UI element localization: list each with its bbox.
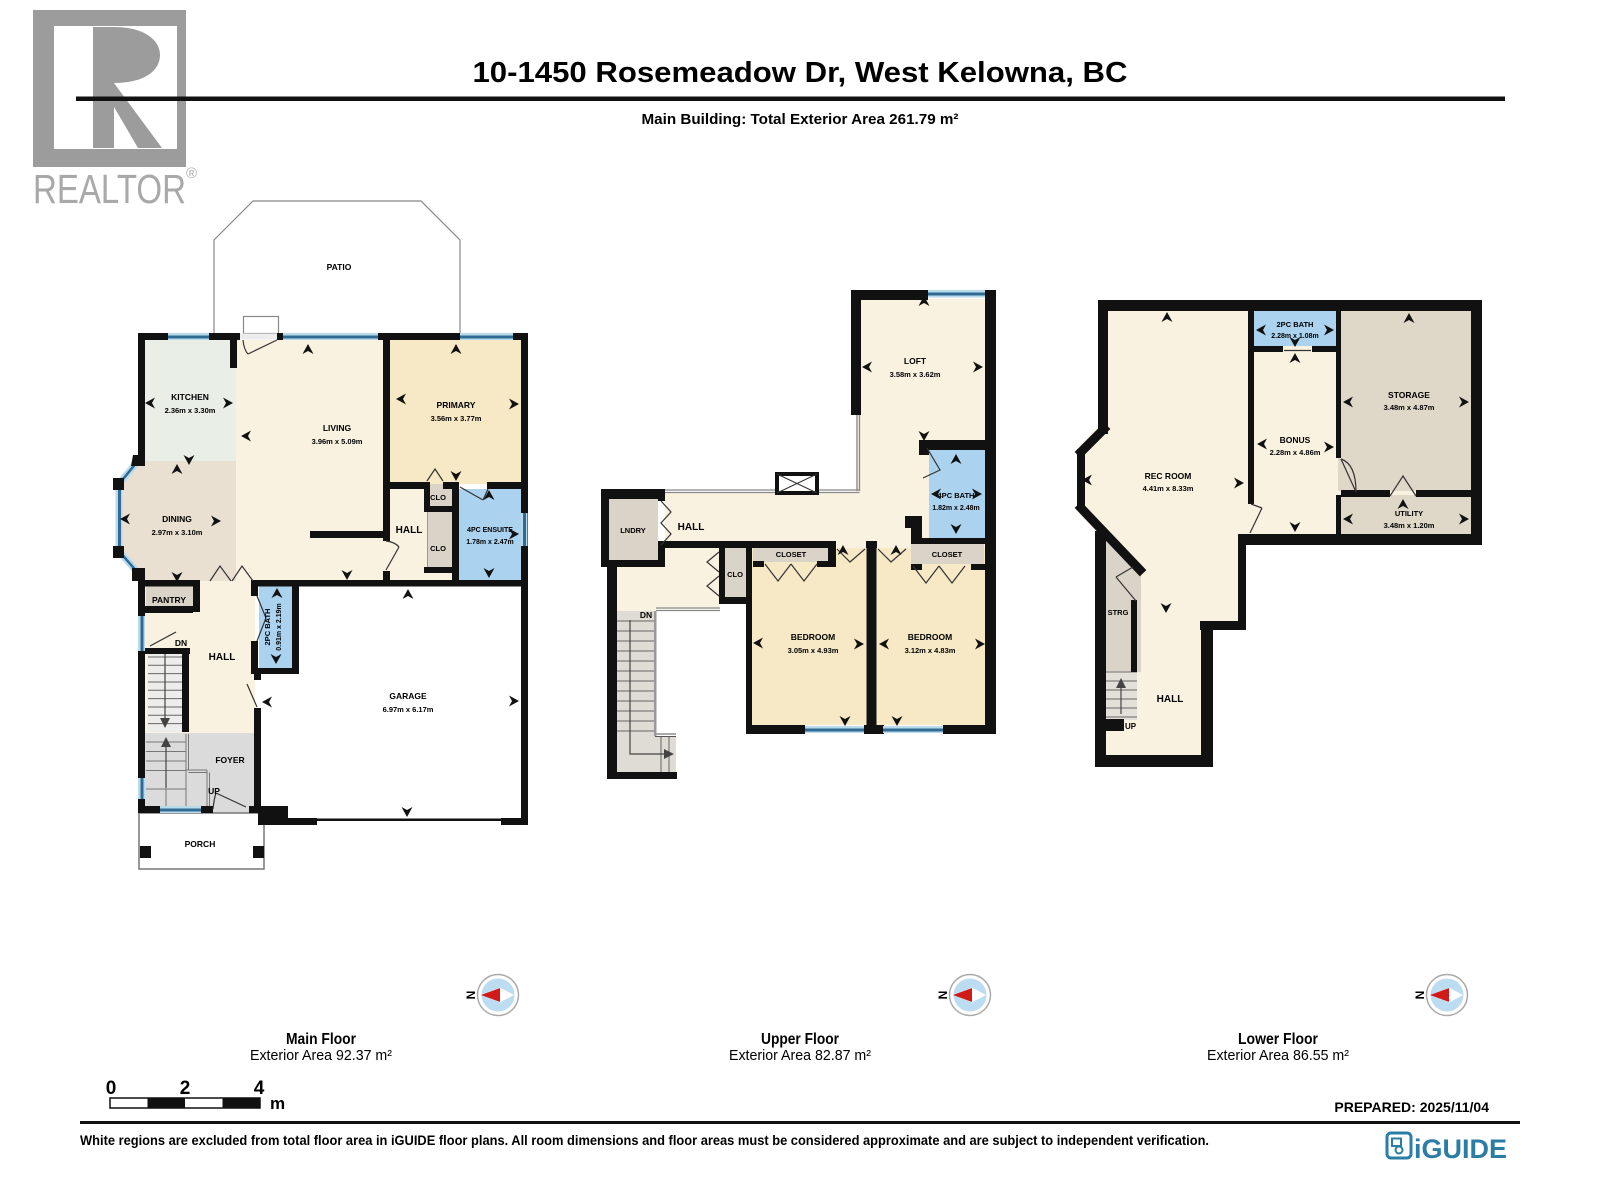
svg-text:BEDROOM: BEDROOM [908,632,952,642]
svg-text:Main Building: Total Exterior: Main Building: Total Exterior Area 261.7… [642,111,959,128]
svg-text:PATIO: PATIO [327,262,352,272]
svg-text:CLOSET: CLOSET [932,550,963,559]
svg-text:10-1450 Rosemeadow Dr, West Ke: 10-1450 Rosemeadow Dr, West Kelowna, BC [473,57,1128,89]
svg-text:2.36m x 3.30m: 2.36m x 3.30m [165,406,216,415]
svg-text:2: 2 [180,1078,191,1099]
svg-text:PRIMARY: PRIMARY [437,400,476,410]
svg-text:UP: UP [1125,722,1137,731]
svg-text:DN: DN [640,610,652,620]
svg-text:N: N [464,991,478,1000]
svg-text:PANTRY: PANTRY [152,595,186,605]
svg-text:STRG: STRG [1108,608,1129,617]
svg-text:HALL: HALL [1157,694,1184,705]
svg-text:DINING: DINING [162,514,192,524]
svg-text:Lower Floor: Lower Floor [1238,1031,1318,1048]
svg-text:Exterior Area 86.55 m²: Exterior Area 86.55 m² [1207,1048,1349,1064]
svg-text:BEDROOM: BEDROOM [791,632,835,642]
svg-text:®: ® [186,165,197,182]
svg-text:3.58m x 3.62m: 3.58m x 3.62m [890,370,941,379]
svg-text:4: 4 [254,1078,265,1099]
svg-text:N: N [1413,991,1427,1000]
svg-text:Exterior Area 82.87 m²: Exterior Area 82.87 m² [729,1048,871,1064]
svg-text:3.96m x 5.09m: 3.96m x 5.09m [312,437,363,446]
svg-text:2PC BATH: 2PC BATH [1277,320,1314,329]
svg-text:HALL: HALL [396,525,423,536]
svg-text:4.41m x 8.33m: 4.41m x 8.33m [1143,484,1194,493]
svg-text:iGUIDE: iGUIDE [1414,1134,1507,1164]
svg-text:BONUS: BONUS [1280,435,1311,445]
svg-text:Main Floor: Main Floor [286,1031,356,1048]
svg-text:LOFT: LOFT [904,356,927,366]
svg-text:m: m [270,1094,285,1113]
svg-text:Exterior Area 92.37 m²: Exterior Area 92.37 m² [250,1048,392,1064]
svg-text:GARAGE: GARAGE [389,691,427,701]
svg-text:1.78m x 2.47m: 1.78m x 2.47m [466,539,513,546]
svg-text:CLO: CLO [430,493,446,502]
svg-text:1.82m x 2.48m: 1.82m x 2.48m [932,505,979,512]
svg-text:PREPARED: 2025/11/04: PREPARED: 2025/11/04 [1334,1099,1489,1115]
svg-text:0: 0 [106,1078,117,1099]
svg-text:2PC BATH: 2PC BATH [263,609,272,646]
svg-text:3.48m x 4.87m: 3.48m x 4.87m [1384,403,1435,412]
svg-text:DN: DN [175,638,187,648]
svg-text:LNDRY: LNDRY [620,526,646,535]
svg-text:HALL: HALL [209,652,236,663]
svg-text:2.28m x 4.86m: 2.28m x 4.86m [1270,448,1321,457]
svg-text:Upper Floor: Upper Floor [761,1031,839,1048]
svg-text:CLO: CLO [727,570,743,579]
svg-text:2.28m x 1.08m: 2.28m x 1.08m [1271,333,1318,340]
svg-text:N: N [936,991,950,1000]
svg-text:HALL: HALL [678,522,705,533]
svg-text:0.91m x 2.19m: 0.91m x 2.19m [276,603,283,650]
svg-text:REC ROOM: REC ROOM [1145,471,1192,481]
svg-text:UTILITY: UTILITY [1395,509,1423,518]
svg-text:LIVING: LIVING [323,423,352,433]
svg-text:2.97m x 3.10m: 2.97m x 3.10m [152,528,203,537]
svg-text:3.12m x 4.83m: 3.12m x 4.83m [905,646,956,655]
svg-text:FOYER: FOYER [215,755,244,765]
svg-text:CLO: CLO [430,544,446,553]
svg-text:White regions are excluded fro: White regions are excluded from total fl… [80,1133,1209,1148]
svg-text:3.56m x 3.77m: 3.56m x 3.77m [431,414,482,423]
svg-text:STORAGE: STORAGE [1388,390,1430,400]
svg-text:CLOSET: CLOSET [776,550,807,559]
svg-text:REALTOR: REALTOR [33,166,186,212]
svg-text:3.05m x 4.93m: 3.05m x 4.93m [788,646,839,655]
svg-text:4PC BATH: 4PC BATH [938,491,975,500]
svg-text:3.48m x 1.20m: 3.48m x 1.20m [1384,521,1435,530]
svg-text:KITCHEN: KITCHEN [171,392,209,402]
svg-text:UP: UP [208,786,220,796]
svg-text:4PC ENSUITE: 4PC ENSUITE [467,527,513,534]
svg-text:PORCH: PORCH [185,839,216,849]
svg-text:6.97m x 6.17m: 6.97m x 6.17m [383,705,434,714]
